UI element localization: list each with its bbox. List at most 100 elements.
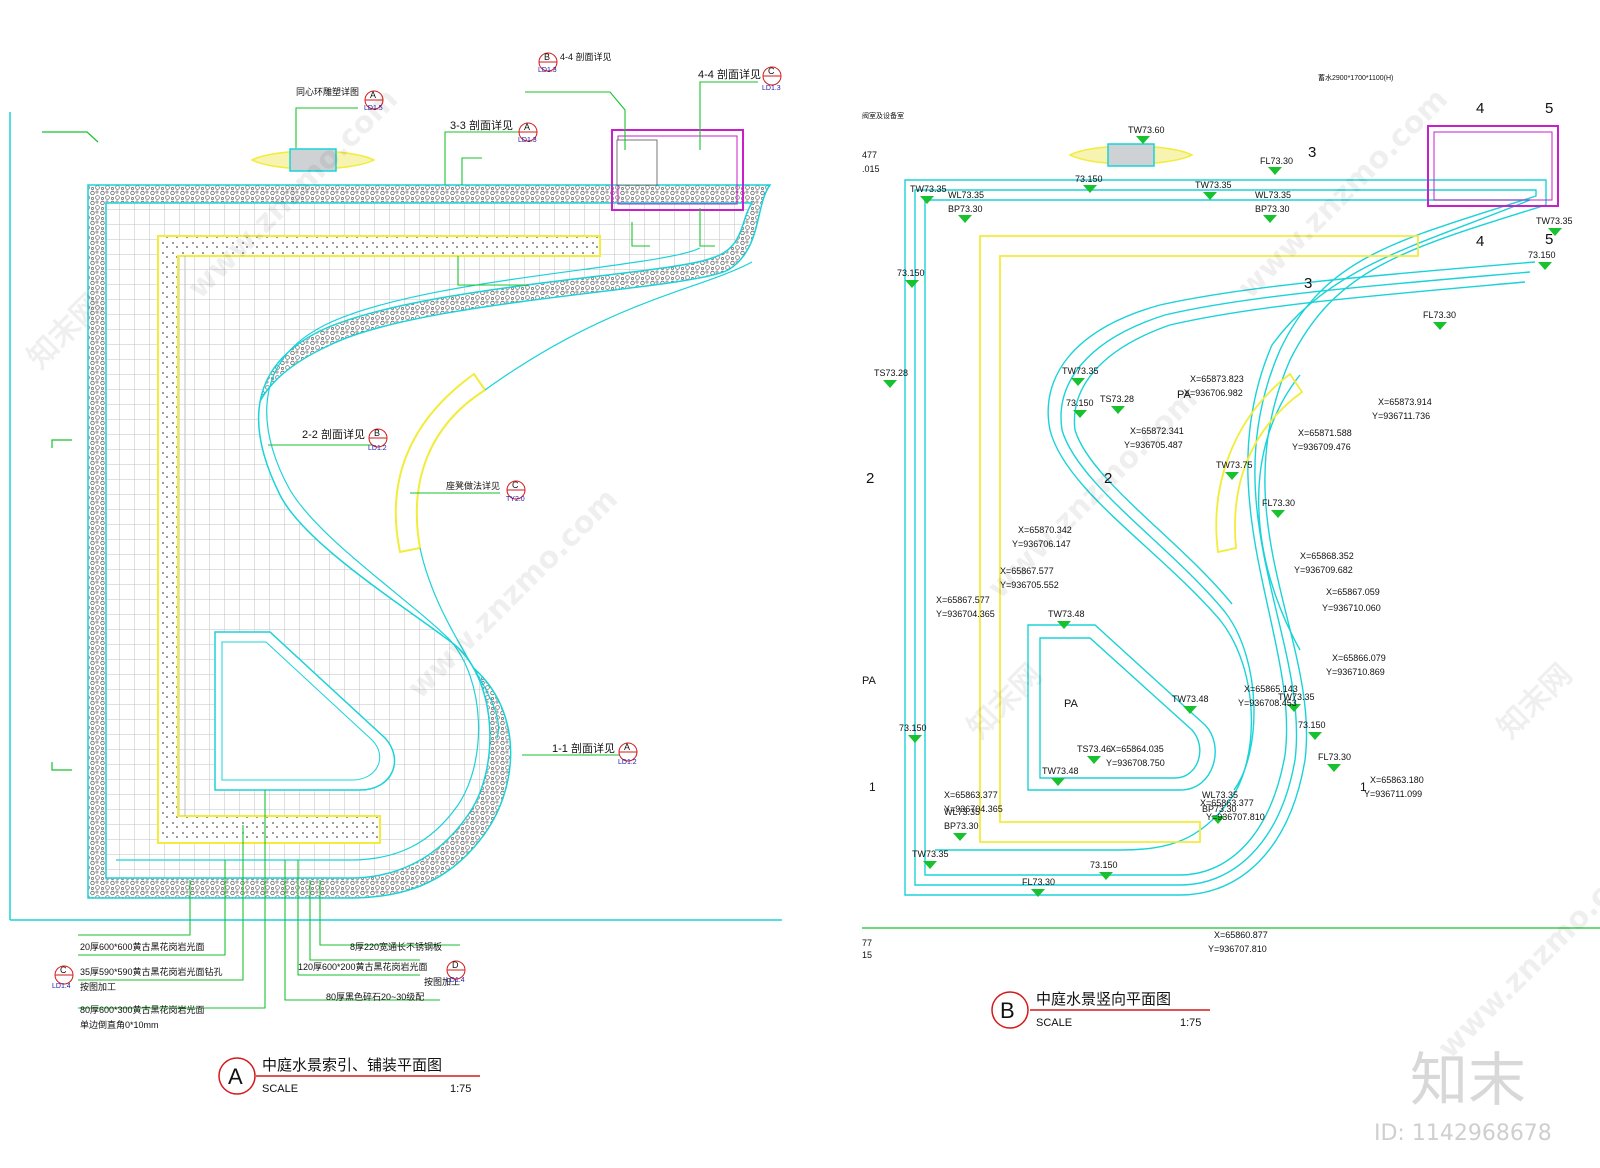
feature-paving-strip-b xyxy=(979,235,1419,843)
watermark-brand: 知末网 xyxy=(1491,657,1579,745)
ref-sheet: LD1.3 xyxy=(518,137,537,144)
bench-arc xyxy=(394,372,487,554)
ref-letter: C xyxy=(768,66,775,76)
section-numbers: 1 2 3 4 5 1 2 3 4 5 xyxy=(866,100,1553,794)
coord-y: Y=936708.750 xyxy=(1106,758,1165,768)
level-marker xyxy=(1099,872,1113,880)
ref-section-3-3: 3-3 剖面详见 A LD1.3 xyxy=(450,118,538,144)
title-block-b: B 中庭水景竖向平面图 SCALE 1:75 xyxy=(991,991,1210,1029)
level-marker xyxy=(1111,406,1125,414)
level-label: 73.150 xyxy=(1075,174,1103,184)
level-markers xyxy=(883,136,1562,897)
coord-x: X=65872.341 xyxy=(1130,426,1184,436)
edge-value: .015 xyxy=(862,164,880,174)
section-mark-left-top xyxy=(42,131,99,143)
ref-section-1-1: 1-1 剖面详见 A LD1.2 xyxy=(552,741,638,766)
level-label: FL73.30 xyxy=(1262,498,1295,508)
ref-sheet: LD1.2 xyxy=(618,759,637,766)
title-block-a: A 中庭水景索引、铺装平面图 SCALE 1:75 xyxy=(218,1057,480,1095)
title-scale-label: SCALE xyxy=(1036,1017,1072,1029)
tank-note: 蓄水2900*1700*1100(H) xyxy=(1318,73,1393,82)
level-label: TS73.28 xyxy=(874,368,908,378)
section-number: 5 xyxy=(1545,231,1553,248)
pa-label: PA xyxy=(1177,389,1192,401)
level-label: 73.150 xyxy=(897,268,925,278)
ref-sheet: TY2.0 xyxy=(506,496,525,503)
level-label: TW73.35 xyxy=(1536,216,1573,226)
level-marker xyxy=(958,215,972,223)
coord-x: X=65867.577 xyxy=(936,595,990,605)
leader-lines xyxy=(78,81,758,1009)
level-label: TW73.35 xyxy=(910,184,947,194)
equipment-box xyxy=(616,139,658,186)
ref-bench: 座凳做法详见 C TY2.0 xyxy=(446,480,526,503)
title-scale: 1:75 xyxy=(1180,1017,1201,1029)
coord-x: X=65868.352 xyxy=(1300,551,1354,561)
ref-text: 4-4 剖面详见 xyxy=(560,51,612,62)
water-feature-outline xyxy=(904,179,1547,896)
level-label: 73.150 xyxy=(1066,398,1094,408)
watermark-text: www.znzmo.com xyxy=(1431,842,1600,1066)
coord-y: Y=936708.453 xyxy=(1238,698,1297,708)
level-marker xyxy=(1268,167,1282,175)
level-label: 73.150 xyxy=(1298,720,1326,730)
water-tank-b-inner xyxy=(1433,131,1553,201)
level-label: TW73.35 xyxy=(1195,180,1232,190)
level-marker xyxy=(1433,322,1447,330)
level-label: BP73.30 xyxy=(1255,204,1290,214)
level-label: TW73.35 xyxy=(912,849,949,859)
water-tank-b xyxy=(1427,125,1559,207)
watermark-text: www.znzmo.com xyxy=(981,382,1205,606)
coord-x: X=65864.035 xyxy=(1110,744,1164,754)
ref-text: 同心环雕塑详图 xyxy=(296,86,359,97)
coordinate-labels: X=65873.823 Y=936706.982 X=65873.914 Y=9… xyxy=(936,374,1432,954)
ref-section-4-4-b: B LD1.3 4-4 剖面详见 xyxy=(538,51,612,74)
coord-y: Y=936704.365 xyxy=(944,804,1003,814)
section-number: 1 xyxy=(1360,780,1367,794)
level-label: TW73.48 xyxy=(1042,766,1079,776)
level-marker xyxy=(1087,756,1101,764)
note-ref-d: D LD1.4 xyxy=(446,960,466,984)
coord-x: X=65863.377 xyxy=(944,790,998,800)
level-label: 73.150 xyxy=(899,723,927,733)
level-marker xyxy=(905,280,919,288)
coord-y: Y=936705.552 xyxy=(1000,580,1059,590)
level-label: FL73.30 xyxy=(1260,156,1293,166)
coord-y: Y=936709.682 xyxy=(1294,565,1353,575)
level-marker xyxy=(908,735,922,743)
level-marker xyxy=(1327,764,1341,772)
note-7: 120厚600*200黄古黑花岗岩光面 xyxy=(298,961,428,972)
level-marker xyxy=(1203,192,1217,200)
walk-edge-lower xyxy=(419,547,500,739)
ref-text: 4-4 剖面详见 xyxy=(698,67,761,81)
ref-letter: A xyxy=(370,90,376,100)
ref-ring-detail: 同心环雕塑详图 A LD1.5 xyxy=(296,86,384,112)
section-number: 5 xyxy=(1545,100,1553,117)
coord-y: Y=936711.099 xyxy=(1364,789,1422,799)
title-name: 中庭水景竖向平面图 xyxy=(1036,991,1171,1008)
level-label: 73.150 xyxy=(1090,860,1118,870)
section-number: 4 xyxy=(1476,100,1484,117)
level-label: TW73.60 xyxy=(1128,125,1165,135)
note-2: 35厚590*590黄古黑花岗岩光面钻孔 xyxy=(80,966,223,977)
edge-value: 477 xyxy=(862,150,877,160)
ref-sheet: LD1.5 xyxy=(364,105,383,112)
note-8: 按图加工 xyxy=(424,976,460,987)
ref-letter: B xyxy=(374,428,380,438)
coord-x: X=65871.588 xyxy=(1298,428,1352,438)
note-5: 单边倒直角0*10mm xyxy=(80,1019,159,1030)
section-number: 4 xyxy=(1476,233,1484,250)
level-label: TW73.35 xyxy=(1278,692,1315,702)
coord-x: X=65865.143 xyxy=(1244,684,1298,694)
level-label: TW73.35 xyxy=(1062,366,1099,376)
ref-sheet: LD1.3 xyxy=(762,85,781,92)
coord-y: Y=936711.736 xyxy=(1372,411,1430,421)
bench-arc-b xyxy=(1215,372,1304,554)
note-4: 80厚600*300黄古黑花岗岩光面 xyxy=(80,1004,205,1015)
level-marker xyxy=(1136,136,1150,144)
ref-letter: D xyxy=(452,960,459,970)
room-note: 阀室及设备室 xyxy=(862,111,904,120)
level-label: BP73.30 xyxy=(944,821,979,831)
level-marker xyxy=(1308,732,1322,740)
